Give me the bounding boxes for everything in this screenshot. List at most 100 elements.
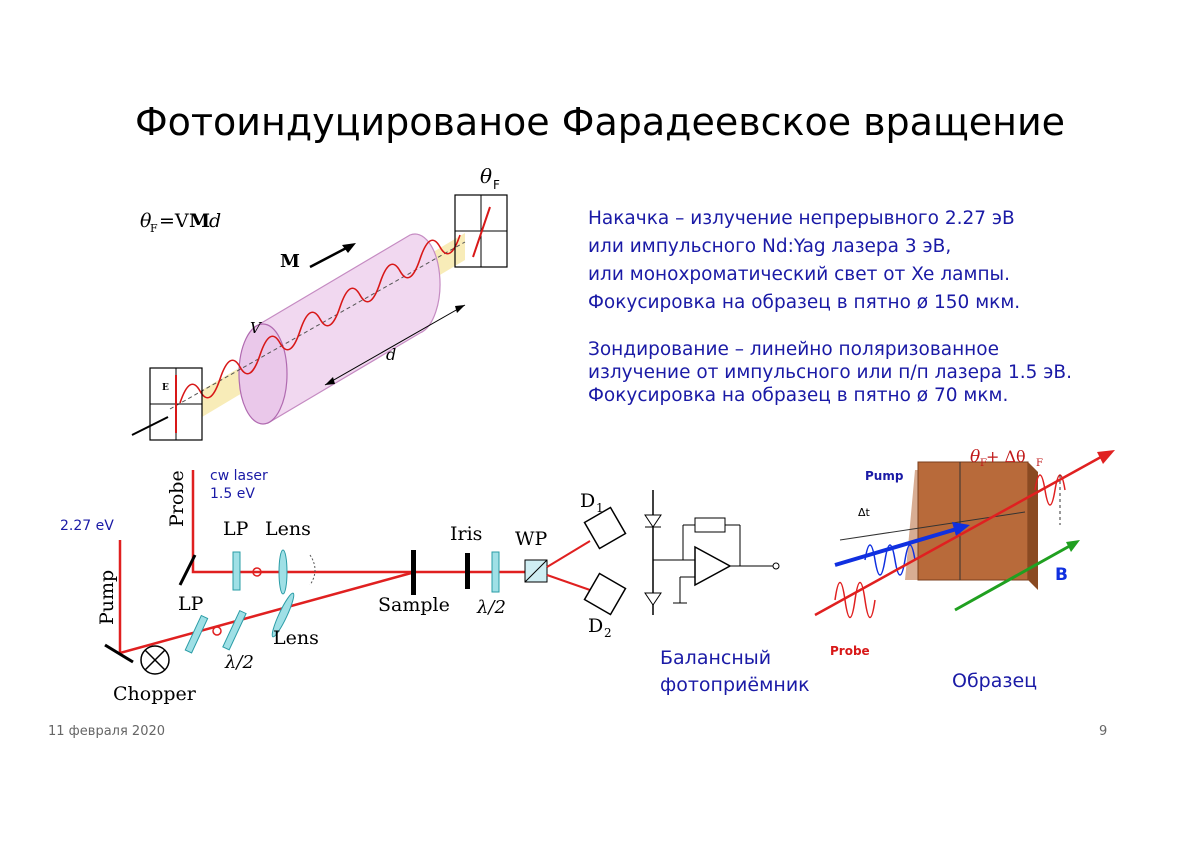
slide-title: Фотоиндуцированое Фарадеевское вращение (134, 100, 1066, 144)
field-label: E (162, 383, 169, 393)
pump-label: Pump (865, 469, 904, 483)
probe-label: Probe (830, 644, 870, 658)
detector-d2-label: D (588, 615, 603, 637)
verdet-label: V (250, 319, 263, 337)
faraday-rotation-diagram: θ F =V M d M V d E θ F (131, 164, 508, 441)
magnetic-field-arrow (954, 541, 1076, 612)
probe-beam-arrow (814, 450, 1111, 617)
photodiode-1 (644, 514, 662, 528)
cw-laser-label: cw laser (210, 468, 268, 484)
magnetic-field-arrowhead (1066, 540, 1080, 552)
wollaston-prism-diagonal (524, 559, 548, 583)
probe-mirror (178, 554, 197, 586)
pump-description: Накачка – излучение непрерывного 2.27 эВ… (588, 205, 1020, 317)
length-label: d (386, 345, 396, 364)
rotation-angle-label: θ (480, 164, 492, 188)
footer-date: 11 февраля 2020 (48, 724, 166, 739)
delta-t-label: Δt (858, 506, 871, 519)
probe-beam (191, 470, 415, 574)
pump-energy-label: 2.27 eV (60, 518, 114, 534)
pump-probe-setup-diagram: cw laser 1.5 eV 2.27 eV Probe Pump LP Le… (60, 455, 635, 710)
detector-caption: Балансный фотоприёмник (660, 645, 810, 699)
lens-bottom-label: Lens (273, 627, 319, 649)
formula-equals-v: =V (159, 210, 189, 232)
wp-label: WP (515, 528, 548, 550)
probe-pulse (834, 581, 876, 619)
lens-top-label: Lens (265, 518, 311, 540)
rotation-delta: + Δθ (986, 447, 1026, 466)
polarization-dot-top (252, 567, 262, 577)
sample-slab (917, 461, 1029, 581)
page-number: 9 (1099, 724, 1108, 739)
iris (465, 553, 470, 589)
lp-top-label: LP (223, 518, 249, 540)
detector-d1-label: D (580, 490, 595, 512)
probe-line-2: излучение от импульсного или п/п лазера … (588, 362, 1072, 383)
light-wave (179, 234, 461, 404)
sample-pump-probe-diagram: Pump Δt Probe B θ F + Δθ F (814, 447, 1115, 658)
rotation-angle-sub: F (493, 178, 500, 192)
lens-top (278, 549, 288, 595)
output-terminal (772, 562, 780, 570)
beam-to-d1 (546, 540, 591, 568)
length-arrowhead-left (325, 377, 335, 385)
detector-d1 (583, 506, 627, 550)
half-wave-plate-bottom (222, 609, 247, 651)
rotated-field-vector (472, 206, 491, 258)
pump-beam-arrowhead (952, 522, 970, 536)
magnetization-label: M (280, 251, 300, 272)
length-dimension (324, 304, 466, 386)
photodiode-2 (644, 592, 662, 606)
rotation-arrow-top (309, 554, 316, 586)
cw-laser-energy: 1.5 eV (210, 486, 255, 502)
lp-bottom-label: LP (178, 593, 204, 615)
lp-top (232, 551, 241, 591)
detector-d1-sub: 1 (596, 501, 604, 515)
magnetization-arrowhead (342, 243, 356, 253)
chopper-cross-2 (144, 649, 166, 671)
op-amp-icon (694, 545, 732, 587)
detector-d2-sub: 2 (604, 626, 612, 640)
half-wave-plate-right (491, 551, 500, 593)
input-beam-arrow (131, 416, 169, 436)
half-wave-bottom-label: λ/2 (224, 652, 254, 673)
probe-description: Зондирование – линейно поляризованное из… (588, 338, 1072, 407)
length-arrowhead-right (455, 305, 465, 313)
rotation-delta-sub: F (1036, 458, 1043, 469)
detector-d2 (583, 572, 627, 616)
lens-bottom (271, 592, 295, 638)
sample-caption: Образец (952, 670, 1038, 692)
probe-label: Probe (166, 470, 188, 527)
polarization-dot-bottom (212, 626, 222, 636)
pump-mirror (104, 643, 134, 664)
magnetic-field-label: B (1055, 565, 1068, 585)
pump-line-3: или монохроматический свет от Xe лампы. (588, 264, 1011, 285)
probe-beam-arrowhead (1097, 450, 1115, 464)
lp-bottom (184, 614, 209, 654)
feedback-resistor (694, 517, 726, 533)
balanced-detector-circuit (644, 490, 780, 615)
iris-label: Iris (450, 523, 482, 545)
formula-theta: θ (140, 210, 152, 232)
formula-d: d (209, 210, 221, 232)
rotation-theta: θ (970, 447, 980, 467)
half-wave-right-label: λ/2 (476, 597, 506, 618)
pump-pulse (864, 544, 916, 576)
pump-line-2: или импульсного Nd:Yag лазера 3 эВ, (588, 236, 952, 257)
pump-beam-arrow (834, 526, 961, 567)
probe-line-3: Фокусировка на образец в пятно ø 70 мкм. (588, 385, 1009, 406)
pump-line-4: Фокусировка на образец в пятно ø 150 мкм… (588, 292, 1021, 313)
detector-caption-line-2: фотоприёмник (660, 674, 810, 696)
beam-to-d2 (546, 574, 591, 591)
pump-label: Pump (96, 570, 118, 625)
rotation-sub: F (980, 458, 987, 469)
probe-line-1: Зондирование – линейно поляризованное (588, 339, 999, 360)
sample-cylinder (257, 233, 441, 424)
detector-caption-line-1: Балансный (660, 647, 772, 669)
sample-holder (411, 550, 416, 595)
sample-label: Sample (378, 594, 450, 616)
pump-line-1: Накачка – излучение непрерывного 2.27 эВ (588, 208, 1015, 229)
chopper-label: Chopper (113, 683, 197, 705)
formula-sub: F (150, 222, 158, 235)
formula-m: M (189, 210, 210, 232)
